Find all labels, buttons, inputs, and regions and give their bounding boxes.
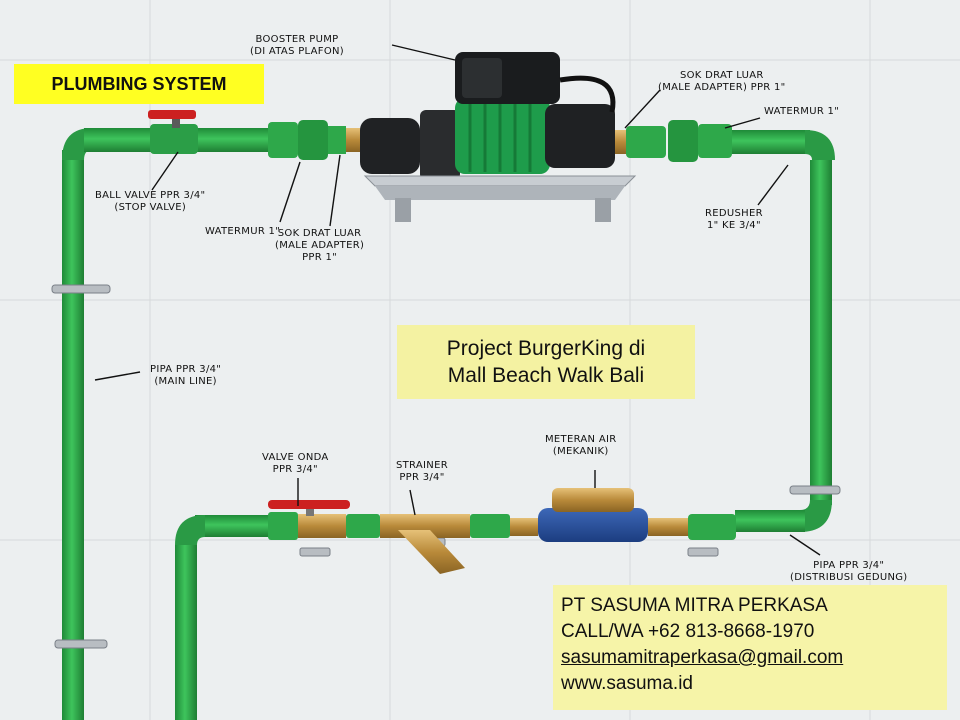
watermur-left-fitting: [268, 120, 360, 160]
label-ball-valve: BALL VALVE PPR 3/4"(STOP VALVE): [95, 190, 206, 213]
valve-onda-fitting: [268, 500, 380, 540]
ball-valve-fitting: [148, 110, 198, 154]
booster-pump: [360, 52, 616, 180]
label-pipa-distribusi: PIPA PPR 3/4"(DISTRIBUSI GEDUNG): [790, 560, 908, 583]
company-website-link[interactable]: www.sasuma.id: [561, 673, 693, 694]
project-line-1: Project BurgerKing di: [446, 337, 646, 360]
company-contact-box: PT SASUMA MITRA PERKASA CALL/WA +62 813-…: [553, 585, 947, 710]
project-line-2: Mall Beach Walk Bali: [447, 364, 645, 387]
label-sok-drat-top: SOK DRAT LUAR(MALE ADAPTER) PPR 1": [658, 70, 786, 93]
pump-shelf: [363, 175, 637, 222]
pipe-bottom-line: [175, 510, 805, 720]
project-caption: Project BurgerKing di Mall Beach Walk Ba…: [397, 325, 695, 399]
water-meter-fitting: [510, 488, 736, 542]
pipe-right-riser: [730, 130, 835, 532]
label-booster-pump: BOOSTER PUMP(DI ATAS PLAFON): [250, 34, 344, 57]
watermur-right-fitting: [612, 120, 732, 162]
label-meteran-air: METERAN AIR(MEKANIK): [545, 434, 617, 457]
label-watermur-right: WATERMUR 1": [764, 106, 840, 117]
company-email-link[interactable]: sasumamitraperkasa@gmail.com: [561, 647, 844, 668]
company-phone: CALL/WA +62 813-8668-1970: [561, 621, 815, 642]
strainer-fitting: [380, 514, 510, 574]
title-banner: PLUMBING SYSTEM: [14, 64, 264, 104]
company-name: PT SASUMA MITRA PERKASA: [561, 595, 828, 616]
label-sok-drat-bottom: SOK DRAT LUAR(MALE ADAPTER)PPR 1": [275, 228, 365, 263]
label-arrows: [94, 44, 821, 556]
label-watermur-left: WATERMUR 1": [205, 226, 281, 237]
label-pipa-main: PIPA PPR 3/4"(MAIN LINE): [150, 364, 222, 387]
